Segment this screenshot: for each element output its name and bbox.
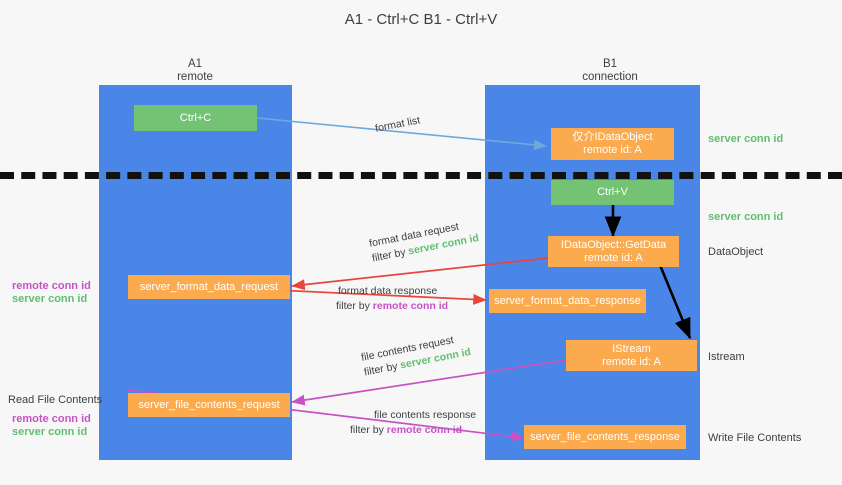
node-format-data-request[interactable]: server_format_data_request <box>128 275 290 299</box>
edge-label-format-list: format list <box>374 113 422 136</box>
annotation-server-conn-id-2: server conn id <box>12 426 88 438</box>
node-file-contents-request-label: server_file_contents_request <box>138 398 280 411</box>
title-line-1: A1 - Ctrl+C <box>344 11 420 28</box>
node-format-data-response[interactable]: server_format_data_response <box>489 289 646 313</box>
node-ctrl-c-label: Ctrl+C <box>179 111 212 124</box>
node-ctrl-v[interactable]: Ctrl+V <box>551 180 674 205</box>
node-istream-sub: remote id: A <box>602 355 661 368</box>
annotation-read-file-contents: Read File Contents <box>8 394 103 406</box>
node-istream-label: IStream <box>612 342 651 355</box>
edge-label-file-contents-request: file contents request filter by server c… <box>360 330 472 380</box>
annotation-remote-conn-id-1: remote conn id <box>12 280 91 292</box>
node-idataobject-label: 仅介IDataObject <box>572 131 653 143</box>
edge-format-data-response-line1: format data response <box>338 285 438 297</box>
lane-header-a1: A1 remote <box>130 58 260 84</box>
node-file-contents-response-label: server_file_contents_response <box>530 430 680 443</box>
node-idataobject-sub: remote id: A <box>583 144 642 156</box>
edge-label-format-data-response: format data response filter by remote co… <box>336 284 448 314</box>
node-format-data-response-label: server_format_data_response <box>494 294 641 307</box>
node-file-contents-response[interactable]: server_file_contents_response <box>524 425 686 449</box>
lane-header-b1: B1 connection <box>540 58 680 84</box>
lane-b1-sub: connection <box>582 71 638 83</box>
annotation-server-conn-id-1: server conn id <box>12 293 88 305</box>
lane-a1-sub: remote <box>177 71 213 83</box>
edge-format-list-line1: format list <box>374 114 422 135</box>
edge-file-contents-response-filter: filter by remote conn id <box>350 423 476 438</box>
edge-format-data-response-filter: filter by remote conn id <box>336 299 448 314</box>
node-ctrl-c[interactable]: Ctrl+C <box>134 105 257 131</box>
lane-b1-name: B1 <box>602 58 618 70</box>
edge-label-file-contents-response: file contents response filter by remote … <box>350 408 476 438</box>
node-istream[interactable]: IStream remote id: A <box>566 340 697 371</box>
node-getdata[interactable]: IDataObject::GetData remote id: A <box>548 236 679 267</box>
annotation-write-file-contents: Write File Contents <box>708 432 802 444</box>
edge-label-format-data-request: format data request filter by server con… <box>368 216 480 266</box>
filter-value-remote-conn-id: remote conn id <box>372 300 449 312</box>
node-format-data-request-label: server_format_data_request <box>139 280 279 293</box>
node-getdata-label: IDataObject::GetData <box>560 238 667 251</box>
annotation-dataobject: DataObject <box>708 246 764 258</box>
annotation-remote-conn-id-2: remote conn id <box>12 413 91 425</box>
edge-file-contents-response-line1: file contents response <box>374 409 477 421</box>
annotation-server-conn-id-second: server conn id <box>708 211 784 223</box>
node-idataobject[interactable]: 仅介IDataObject remote id: A <box>551 128 674 160</box>
filter-prefix: filter by <box>350 424 387 436</box>
annotation-server-conn-id-top: server conn id <box>708 133 784 145</box>
page-title: A1 - Ctrl+C B1 - Ctrl+V <box>0 10 842 30</box>
filter-value-remote-conn-id: remote conn id <box>386 424 463 436</box>
node-ctrl-v-label: Ctrl+V <box>597 186 628 198</box>
phase-divider <box>0 172 842 179</box>
lane-a1-name: A1 <box>187 58 203 70</box>
node-file-contents-request[interactable]: server_file_contents_request <box>128 393 290 417</box>
title-line-2: B1 - Ctrl+V <box>423 11 498 28</box>
filter-prefix: filter by <box>336 300 373 312</box>
node-getdata-sub: remote id: A <box>584 251 643 264</box>
annotation-istream: Istream <box>708 351 745 363</box>
